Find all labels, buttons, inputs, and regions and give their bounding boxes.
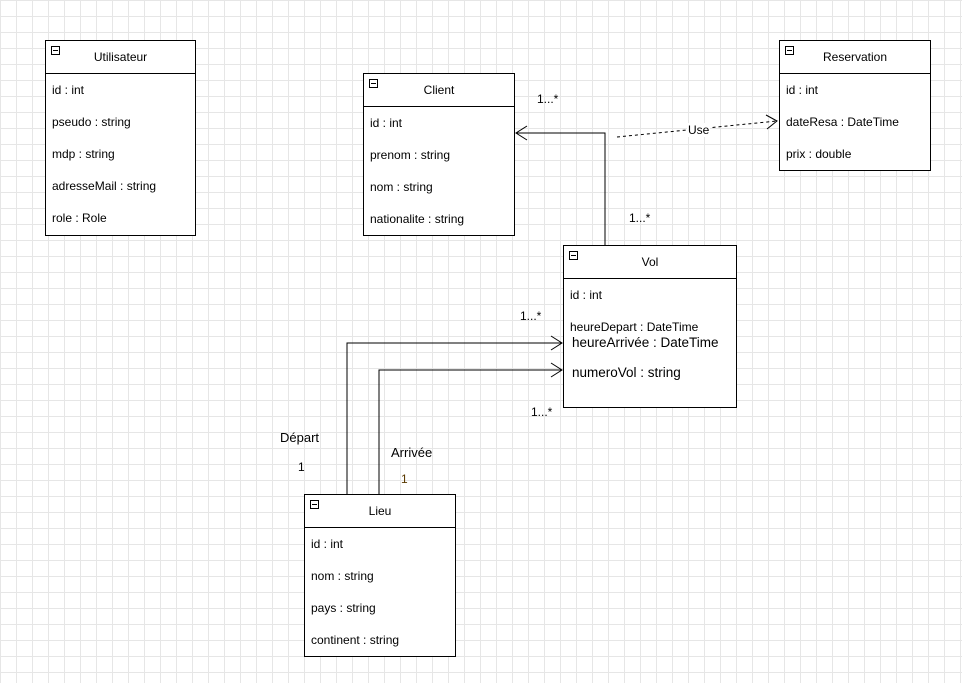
vol-client-association[interactable] (516, 132, 606, 245)
depart-association[interactable] (346, 342, 562, 494)
class-lieu-header: Lieu (305, 495, 455, 528)
arrivee-multiplicity-lieu: 1 (401, 472, 408, 486)
attribute: nom : string (370, 180, 433, 194)
attribute: dateResa : DateTime (786, 115, 899, 129)
attribute: numeroVol : string (572, 365, 681, 380)
attribute: heureArrivée : DateTime (572, 335, 719, 350)
class-name: Lieu (368, 504, 392, 518)
depart-multiplicity-lieu: 1 (298, 460, 305, 474)
class-vol-header: Vol (564, 246, 736, 279)
multiplicity-vol-end: 1...* (629, 211, 651, 225)
attribute: adresseMail : string (52, 179, 157, 193)
attribute: id : int (786, 83, 819, 97)
attribute: pseudo : string (52, 115, 131, 129)
collapse-toggle-icon[interactable] (369, 79, 378, 88)
class-utilisateur-header: Utilisateur (46, 41, 195, 74)
class-client-header: Client (364, 74, 514, 107)
arrivee-multiplicity-vol: 1...* (531, 405, 553, 419)
collapse-toggle-icon[interactable] (51, 46, 60, 55)
use-label: Use (687, 123, 711, 137)
attribute: pays : string (311, 601, 376, 615)
depart-multiplicity-vol: 1...* (520, 309, 542, 323)
use-dependency-arrowhead (765, 114, 778, 130)
attribute: continent : string (311, 633, 400, 647)
attribute: prenom : string (370, 148, 451, 162)
class-lieu[interactable]: Lieu id : int nom : string pays : string… (304, 494, 456, 657)
class-reservation-header: Reservation (780, 41, 930, 74)
class-client[interactable]: Client id : int prenom : string nom : st… (363, 73, 515, 236)
attribute: id : int (52, 83, 85, 97)
arrivee-association[interactable] (378, 369, 562, 494)
attribute: id : int (570, 288, 603, 302)
attribute: nationalite : string (370, 212, 465, 226)
attribute: id : int (311, 537, 344, 551)
multiplicity-client-end: 1...* (537, 92, 559, 106)
class-utilisateur[interactable]: Utilisateur id : int pseudo : string mdp… (45, 40, 196, 236)
collapse-toggle-icon[interactable] (569, 251, 578, 260)
arrivee-role-label: Arrivée (391, 445, 433, 460)
collapse-toggle-icon[interactable] (785, 46, 794, 55)
attribute: id : int (370, 116, 403, 130)
attribute: nom : string (311, 569, 374, 583)
attribute: heureDepart : DateTime (570, 320, 699, 334)
attribute: mdp : string (52, 147, 115, 161)
depart-role-label: Départ (280, 430, 320, 445)
attribute: prix : double (786, 147, 852, 161)
class-reservation[interactable]: Reservation id : int dateResa : DateTime… (779, 40, 931, 171)
class-name: Utilisateur (93, 50, 148, 64)
class-name: Reservation (822, 50, 888, 64)
class-name: Client (423, 83, 455, 97)
class-name: Vol (641, 255, 659, 269)
class-vol[interactable]: Vol id : int heureDepart : DateTime heur… (563, 245, 737, 408)
vol-client-arrowhead (515, 125, 528, 141)
arrivee-arrowhead (550, 362, 563, 378)
depart-arrowhead (550, 335, 563, 351)
attribute: role : Role (52, 211, 107, 225)
collapse-toggle-icon[interactable] (310, 500, 319, 509)
